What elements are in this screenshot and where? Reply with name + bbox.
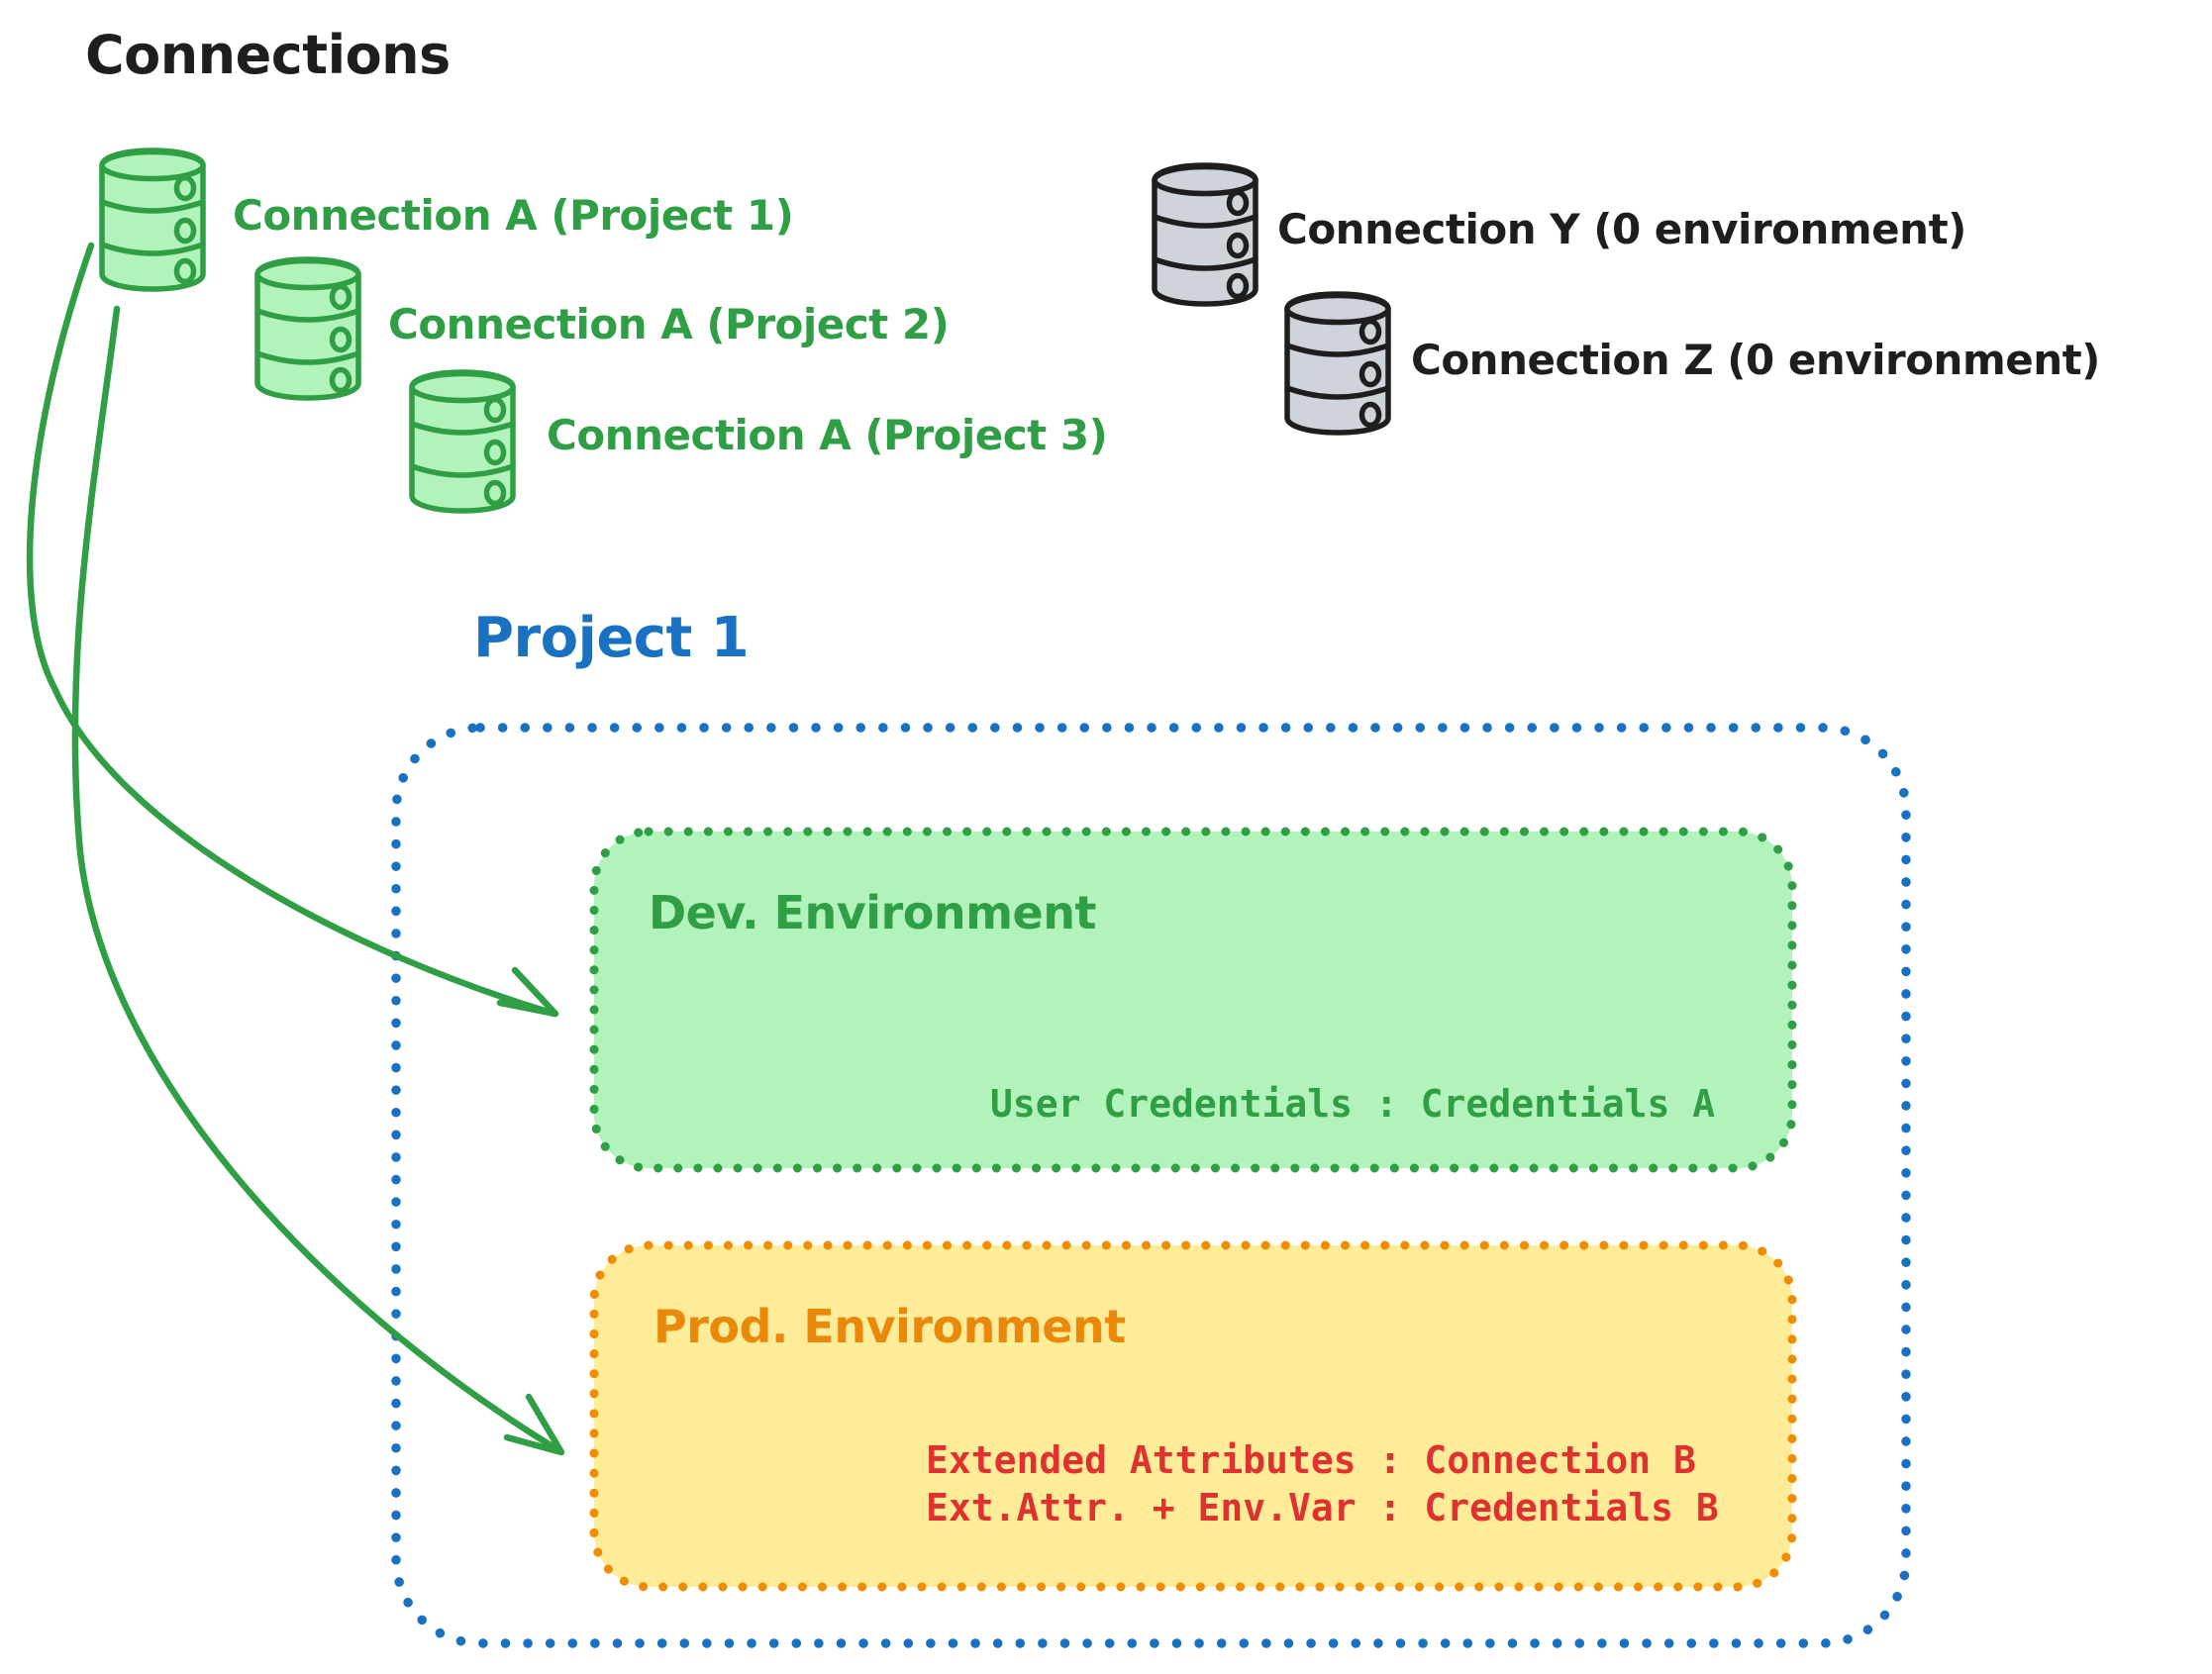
connection-y-label: Connection Y (0 environment) xyxy=(1277,205,1966,253)
prod-environment-line-2: Ext.Attr. + Env.Var : Credentials B xyxy=(926,1486,1719,1529)
curved-arrow-icon-to-prod-environment xyxy=(71,305,565,1456)
prod-environment-title: Prod. Environment xyxy=(654,1300,1126,1353)
database-icon-connection-a-project-2 xyxy=(257,259,358,398)
prod-environment-line-1: Extended Attributes : Connection B xyxy=(926,1438,1696,1482)
connection-z-label: Connection Z (0 environment) xyxy=(1411,336,2100,384)
diagram-title: Connections xyxy=(85,24,451,86)
database-icon-connection-z xyxy=(1287,294,1388,433)
database-icon-connection-y xyxy=(1155,165,1256,304)
prod-environment-box xyxy=(589,1240,1797,1592)
database-icon-connection-a-project-1 xyxy=(102,150,203,289)
connection-a-project-3-label: Connection A (Project 3) xyxy=(547,411,1108,459)
curved-arrow-icon-to-dev-environment xyxy=(26,242,559,1018)
dev-environment-box xyxy=(589,827,1797,1173)
project-1-box xyxy=(391,723,1911,1648)
connection-a-project-2-label: Connection A (Project 2) xyxy=(388,300,950,348)
connection-a-project-1-label: Connection A (Project 1) xyxy=(233,191,794,240)
project-1-title: Project 1 xyxy=(473,606,750,670)
dev-environment-credentials-line: User Credentials : Credentials A xyxy=(990,1082,1716,1126)
database-icon-connection-a-project-3 xyxy=(412,372,513,511)
dev-environment-title: Dev. Environment xyxy=(649,886,1096,939)
